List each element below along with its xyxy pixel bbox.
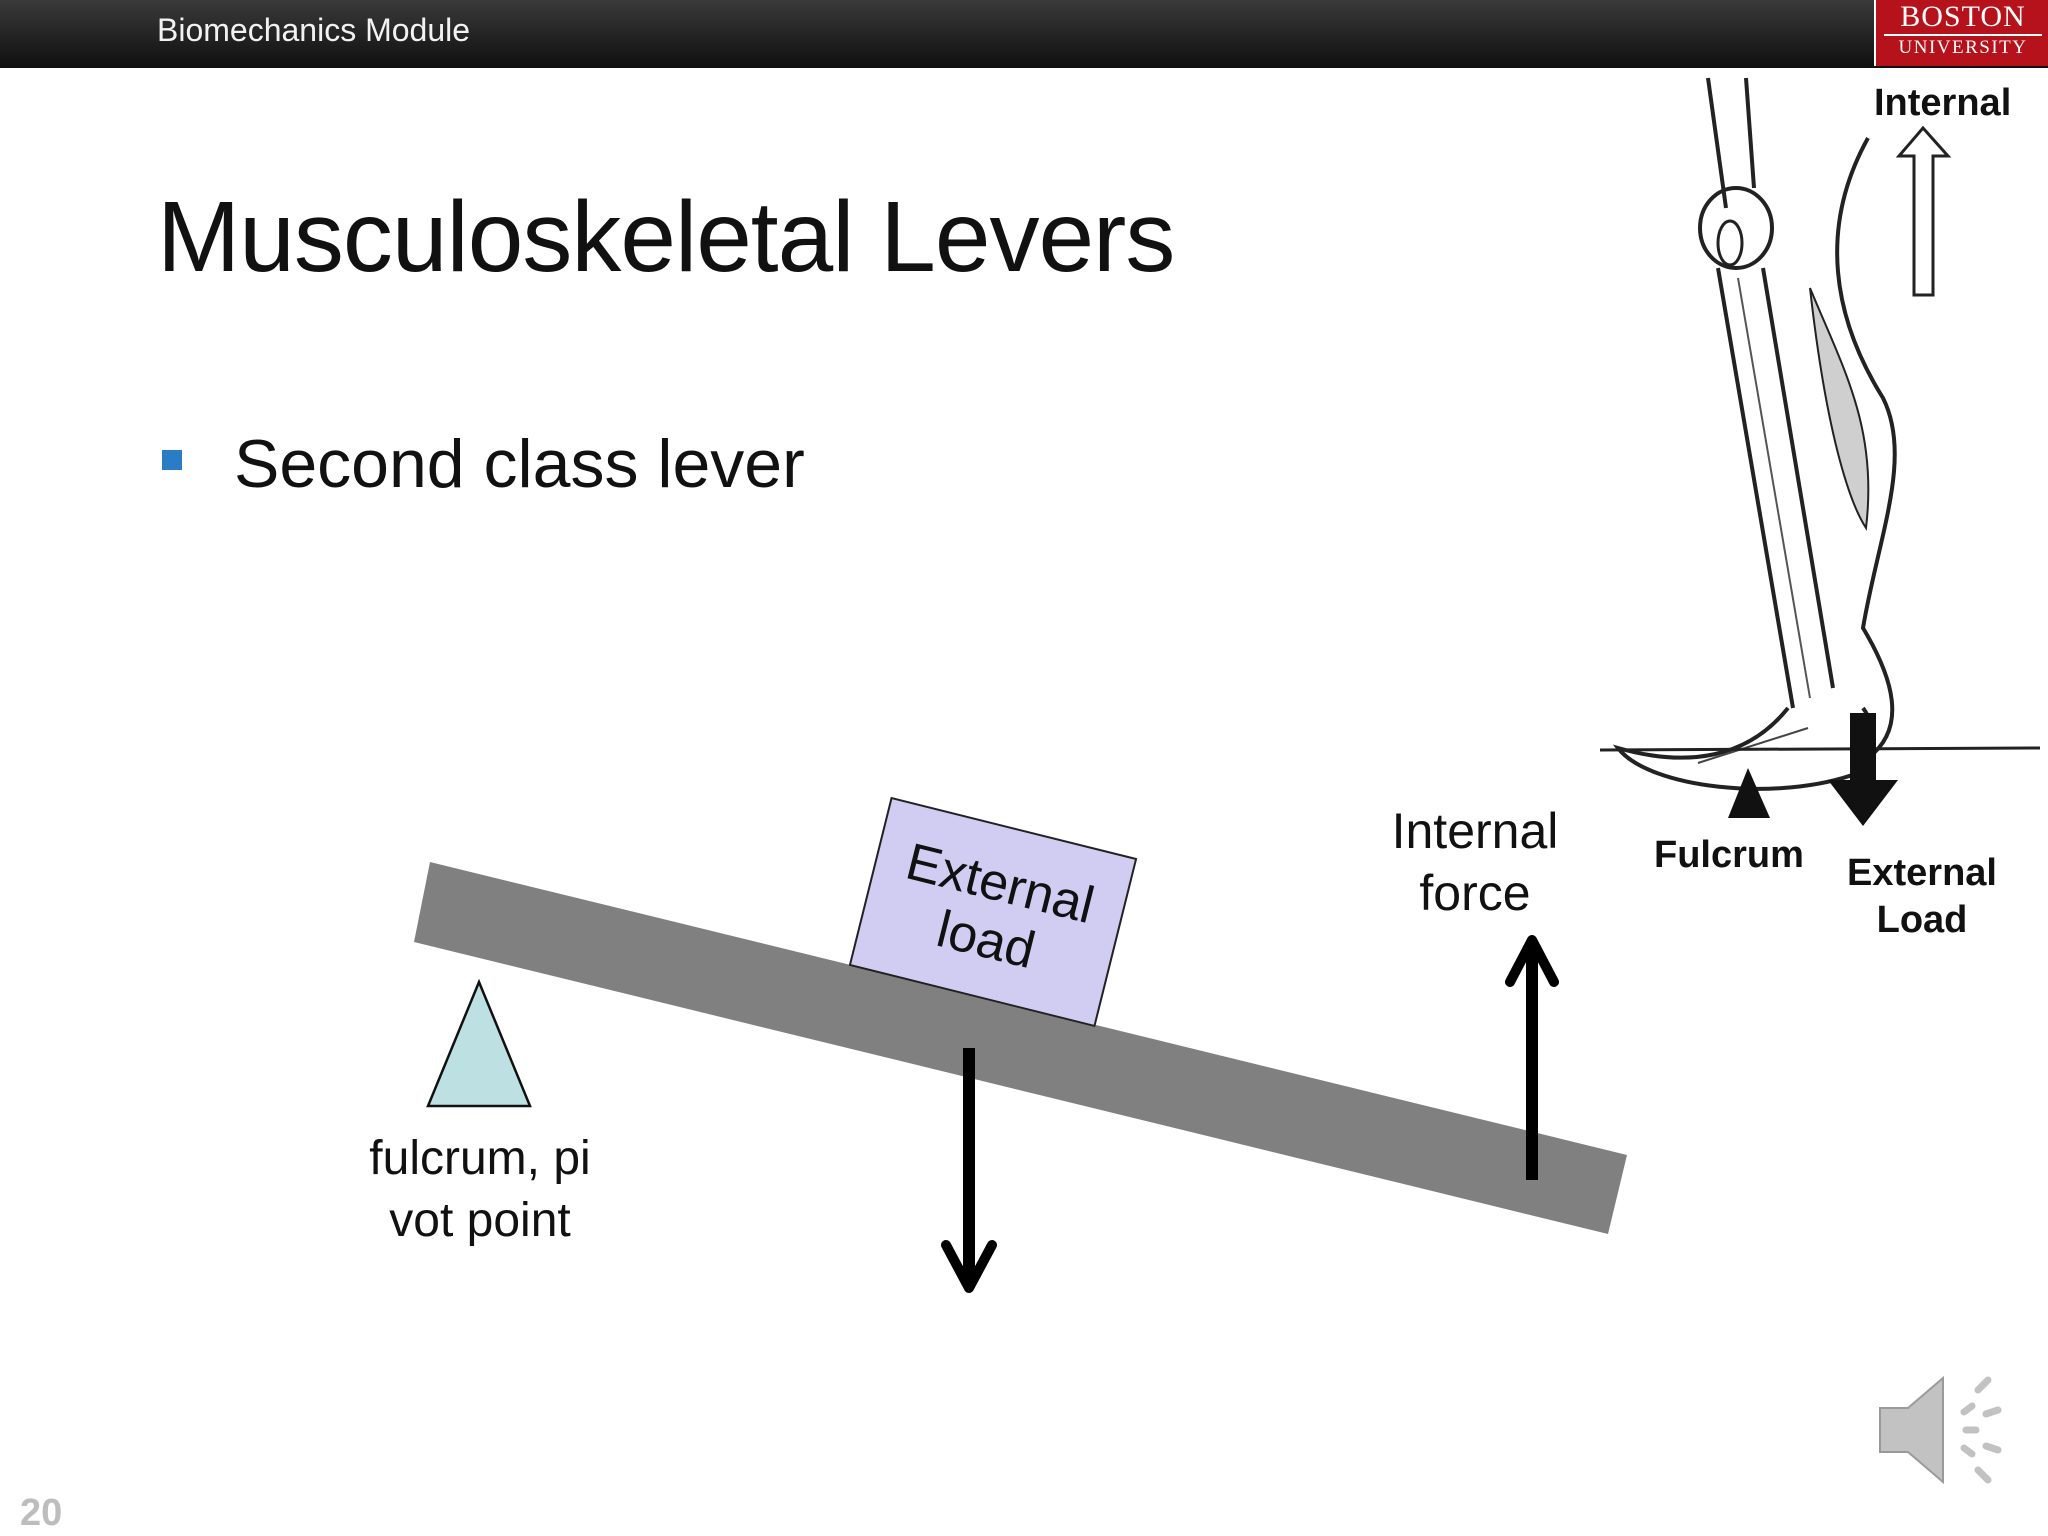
load-force-arrow xyxy=(941,1048,997,1293)
leg-drawing xyxy=(1599,77,2041,826)
lever-beam xyxy=(414,862,1627,1234)
internal-force-label: Internal force xyxy=(1360,800,1590,924)
module-title: Biomechanics Module xyxy=(157,12,471,48)
fulcrum-label-line1: fulcrum, pi xyxy=(369,1132,591,1185)
leg-external-line2: Load xyxy=(1876,899,1968,941)
leg-illustration: Internal Fulcrum External Load xyxy=(1578,68,2048,968)
force-label-line1: Internal xyxy=(1391,803,1559,859)
header-bar: Biomechanics Module BOSTON UNIVERSITY xyxy=(0,0,2048,68)
fulcrum-label-line2: vot point xyxy=(389,1194,571,1247)
leg-internal-label: Internal xyxy=(1874,82,2012,124)
bullet-text: Second class lever xyxy=(234,426,805,502)
fulcrum-triangle xyxy=(426,978,532,1108)
leg-external-line1: External xyxy=(1847,852,1997,894)
boston-university-logo: BOSTON UNIVERSITY xyxy=(1874,0,2048,66)
bullet-marker xyxy=(162,450,182,470)
speaker-icon[interactable] xyxy=(1868,1360,2018,1500)
leg-fulcrum-label: Fulcrum xyxy=(1654,834,1804,876)
logo-line1: BOSTON xyxy=(1900,0,2026,33)
slide-title: Musculoskeletal Levers xyxy=(157,181,1175,293)
internal-force-arrow xyxy=(1505,935,1559,1180)
leg-external-load-label: External Load xyxy=(1842,850,2002,944)
fulcrum-label: fulcrum, pi vot point xyxy=(330,1128,630,1252)
logo-line2: UNIVERSITY xyxy=(1884,34,2042,60)
page-number: 20 xyxy=(20,1492,63,1534)
force-label-line2: force xyxy=(1419,865,1531,921)
